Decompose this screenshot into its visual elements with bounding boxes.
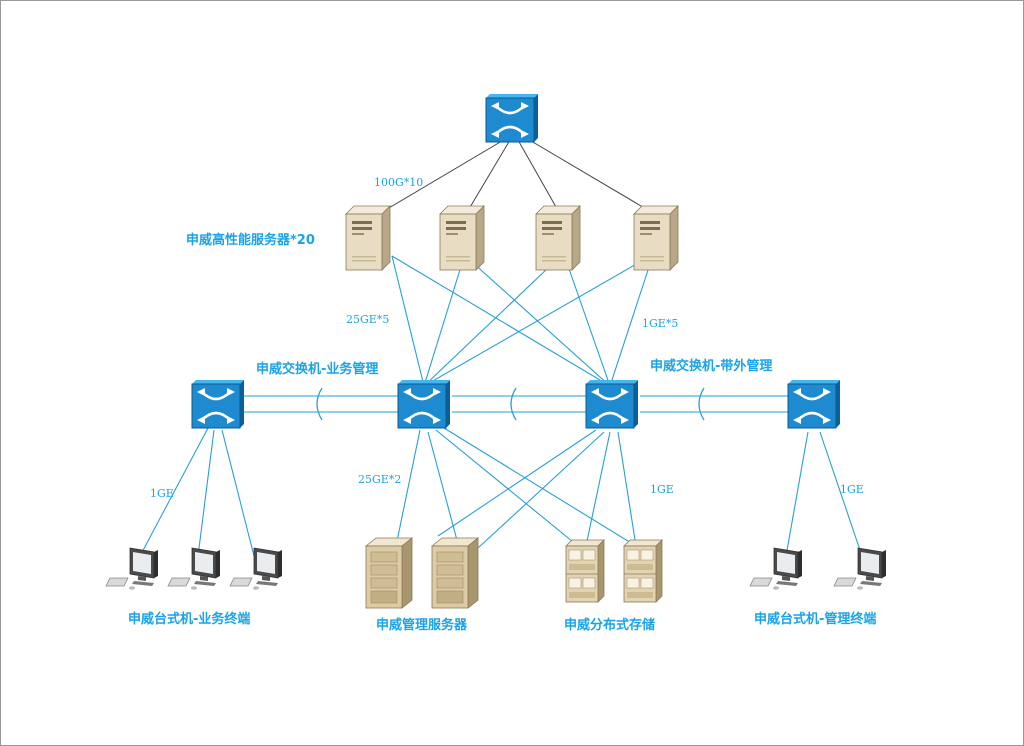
hpc-server-icon: [345, 205, 391, 271]
switch-business-icon: [396, 378, 452, 430]
core-switch-icon: [484, 92, 540, 144]
terminal-link-left-label: 1GE: [150, 487, 174, 500]
hpc-server-icon: [535, 205, 581, 271]
hpc-server-icon: [633, 205, 679, 271]
switch-right-icon: [786, 378, 842, 430]
storage-link-left-label: 25GE*2: [358, 473, 401, 486]
trunk-links: [244, 387, 788, 421]
mgmt-servers-label: 申威管理服务器: [376, 617, 468, 633]
terminal-link-right-label: 1GE: [840, 483, 864, 496]
switch-left-icon: [190, 378, 246, 430]
dist-storage-label: 申威分布式存储: [564, 617, 655, 633]
switch-oob-label: 申威交换机-带外管理: [650, 358, 772, 374]
switch-business-label: 申威交换机-业务管理: [256, 361, 378, 377]
down-links: [139, 427, 863, 557]
desktop-pc-icon: [167, 547, 221, 591]
desktop-pc-icon: [833, 547, 887, 591]
mgmt-terminals-label: 申威台式机-管理终端: [754, 611, 876, 627]
uplinks: [371, 137, 659, 219]
desktop-pc-icon: [749, 547, 803, 591]
desktop-pc-icon: [105, 547, 159, 591]
storage-icon: [565, 539, 605, 603]
uplink-speed-label: 100G*10: [374, 176, 423, 189]
server-link-right-label: 1GE*5: [642, 317, 678, 330]
switch-oob-icon: [584, 378, 640, 430]
mgmt-server-icon: [365, 537, 413, 609]
hpc-servers-label: 申威高性能服务器*20: [186, 232, 315, 248]
server-links: [391, 255, 651, 387]
storage-icon: [623, 539, 663, 603]
storage-link-right-label: 1GE: [650, 483, 674, 496]
hpc-server-icon: [439, 205, 485, 271]
mgmt-server-icon: [431, 537, 479, 609]
server-link-left-label: 25GE*5: [346, 313, 389, 326]
desktop-pc-icon: [229, 547, 283, 591]
business-terminals-label: 申威台式机-业务终端: [128, 611, 250, 627]
